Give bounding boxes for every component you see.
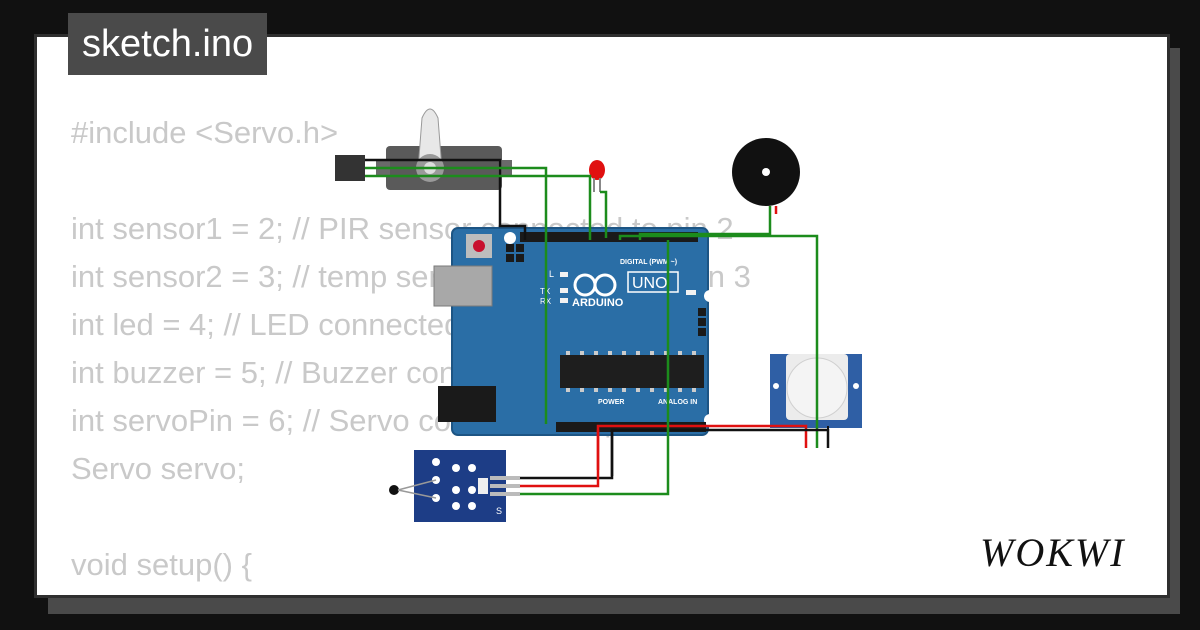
brand-label: ARDUINO: [572, 297, 624, 309]
wire-led: [600, 190, 608, 238]
uno-label: UNO: [632, 275, 668, 292]
mounting-hole: [773, 383, 779, 389]
wokwi-logo[interactable]: WOKWI: [976, 524, 1148, 576]
code-line: int sensor1 = 2; // PIR sensor connected…: [71, 211, 734, 246]
wire-temp-gnd: [520, 430, 614, 480]
rx-led-icon: [560, 298, 568, 303]
buzzer[interactable]: [732, 138, 800, 206]
chip-pins: [566, 351, 696, 392]
power-label: POWER: [598, 399, 624, 406]
mounting-hole: [704, 414, 716, 426]
thermistor-icon: [389, 485, 399, 495]
mounting-hole: [504, 232, 516, 244]
digital-label: DIGITAL (PWM ~): [620, 259, 677, 266]
tx-led-icon: [560, 288, 568, 293]
arduino-logo-icon: [573, 273, 617, 297]
red-led[interactable]: [589, 160, 605, 192]
wire-servo-gnd: [365, 158, 527, 240]
wire-servo-power: [365, 174, 592, 240]
temp-module-pin: [490, 476, 520, 480]
usb-port: [433, 265, 493, 307]
thermistor-leg: [397, 479, 437, 491]
wire-pir-signal: [618, 234, 819, 448]
code-line: #include <Servo.h>: [71, 115, 339, 150]
code-line: void setup() {: [71, 547, 252, 582]
atmega-chip: [560, 355, 704, 388]
temperature-sensor-module[interactable]: S: [389, 450, 520, 522]
analog-label: ANALOG IN: [658, 399, 697, 406]
sketch-title-tab[interactable]: sketch.ino: [68, 13, 268, 75]
icsp-header: [506, 244, 706, 336]
servo-motor[interactable]: [335, 108, 512, 190]
mounting-hole: [704, 290, 716, 302]
temp-module-pads: [432, 458, 476, 510]
buzzer-hole: [762, 168, 770, 176]
thermistor-leg: [397, 489, 437, 499]
wire-temp-vcc: [520, 430, 600, 488]
wires: [365, 158, 830, 496]
wire-pir-gnd: [610, 428, 830, 476]
led-dome: [589, 160, 605, 180]
power-jack: [438, 386, 496, 422]
wire-temp-signal: [520, 240, 670, 496]
reset-button-cap: [473, 240, 485, 252]
wokwi-logo-text: WOKWI: [980, 530, 1126, 575]
uno-box: [627, 271, 679, 293]
temp-module-pin: [490, 484, 520, 488]
l-led-icon: [560, 272, 568, 277]
on-led-icon: [686, 290, 696, 295]
signal-pin-label: S: [496, 506, 502, 516]
wire-servo-signal: [365, 166, 548, 424]
arduino-uno-board[interactable]: L TX RX ON ARDUINO UNO DIGITAL (PWM ~) P…: [433, 227, 729, 436]
l-label: L: [549, 269, 554, 279]
mounting-hole: [853, 383, 859, 389]
servo-connector: [335, 155, 365, 181]
temp-module-pin: [490, 492, 520, 496]
digital-header: [520, 232, 698, 242]
on-label: ON: [717, 289, 729, 298]
code-line: Servo servo;: [71, 451, 246, 486]
temp-module-resistor: [478, 478, 488, 494]
